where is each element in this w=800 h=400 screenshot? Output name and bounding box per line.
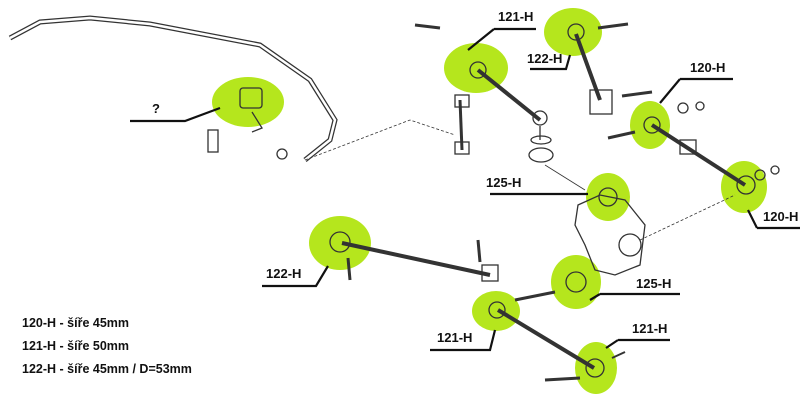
parts-line-art xyxy=(8,15,780,382)
highlight-125-mid xyxy=(551,255,601,309)
highlight-121-bottom xyxy=(472,291,520,331)
legend: 120-H - šíře 45mm 121-H - šíře 50mm 122-… xyxy=(22,312,192,381)
callout-125-mid: 125-H xyxy=(636,276,672,291)
callout-unknown: ? xyxy=(152,101,160,116)
callout-121-bottom: 121-H xyxy=(437,330,473,345)
bushing-highlights xyxy=(212,8,767,394)
highlight-122-top xyxy=(544,8,602,56)
callout-121-top: 121-H xyxy=(498,9,534,24)
callout-120-right: 120-H xyxy=(763,209,799,224)
stabilizer-bar xyxy=(8,15,338,162)
highlight-unknown xyxy=(212,77,284,127)
leader-lines xyxy=(130,27,800,352)
stabilizer-bushing xyxy=(239,87,263,109)
highlight-120-right xyxy=(721,161,767,213)
knuckle xyxy=(574,194,646,276)
highlight-120-top xyxy=(630,101,670,149)
callout-121-bottom-right: 121-H xyxy=(632,321,668,336)
highlight-121-bottom-right xyxy=(575,342,617,394)
callout-120-top: 120-H xyxy=(690,60,726,75)
callout-122-top: 122-H xyxy=(527,51,563,66)
highlight-122-left xyxy=(309,216,371,270)
callout-125-top: 125-H xyxy=(486,175,522,190)
legend-item-120: 120-H - šíře 45mm xyxy=(22,316,130,330)
legend-item-121: 121-H - šíře 50mm xyxy=(22,339,130,353)
legend-item-122: 122-H - šíře 45mm / D=53mm xyxy=(22,362,192,376)
callout-122-left: 122-H xyxy=(266,266,302,281)
